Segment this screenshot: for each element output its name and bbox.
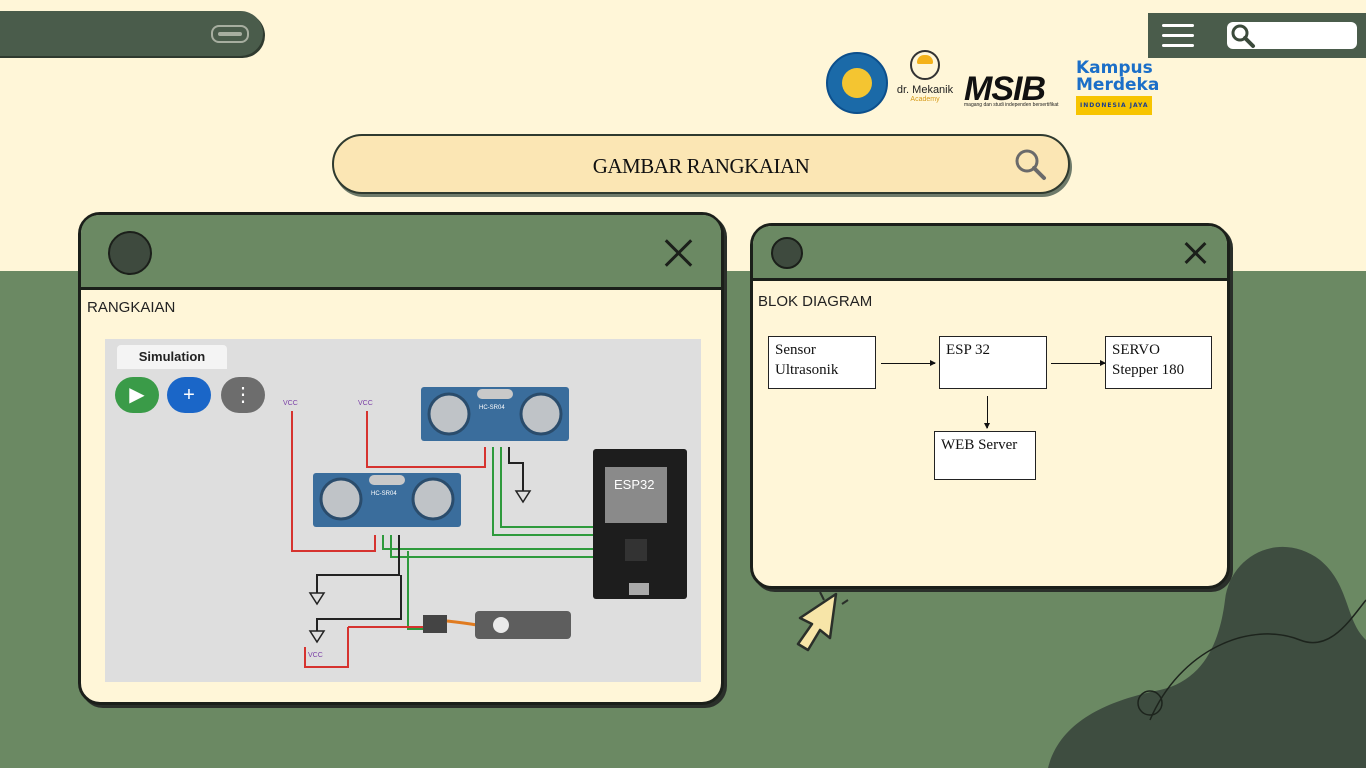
search-icon[interactable] [1229,22,1257,50]
close-icon[interactable] [661,235,695,271]
block-esp32: ESP 32 [939,336,1047,389]
window-dot-icon[interactable] [108,231,152,275]
window-dot-icon[interactable] [771,237,803,269]
window-title: BLOK DIAGRAM [758,293,873,310]
window-title: RANGKAIAN [87,299,176,316]
kampus-line2: Merdeka [1076,75,1160,95]
servo-motor [423,611,571,639]
toggle-icon[interactable] [211,25,249,43]
circuit-diagram: VCC VCC VCC HC-SR04 [283,387,687,668]
doctor-mekanik-name: dr. Mekanik [896,84,954,96]
vcc-label: VCC [358,400,373,407]
mcu-label: ESP32 [614,477,654,492]
msib-tagline: magang dan studi independen bersertifika… [964,102,1059,108]
more-button[interactable]: ⋮ [221,377,265,413]
block-sensor: Sensor Ultrasonik [768,336,876,389]
kampus-line1: Kampus [1076,58,1153,78]
kampus-band: INDONESIA JAYA [1076,96,1153,115]
arrow-sensor-to-esp [881,360,936,366]
main-search-bar[interactable]: GAMBAR RANGKAIAN [332,134,1070,194]
window-header [753,226,1227,281]
arrow-esp-to-web [984,396,990,429]
esp32-board: ESP32 [593,449,687,599]
block-servo: SERVO Stepper 180 [1105,336,1212,389]
search-input[interactable] [1227,22,1357,49]
doctor-mekanik-sub: Academy [910,96,940,103]
ultrasonic-sensor-bottom: HC-SR04 [313,473,461,527]
ultrasonic-sensor-top: HC-SR04 [421,387,569,441]
sensor-label: HC-SR04 [479,405,505,411]
kemdikbud-logo [826,52,888,114]
play-button[interactable]: ▶ [115,377,159,413]
close-icon[interactable] [1181,239,1209,267]
vcc-label: VCC [308,652,323,659]
helmet-icon [910,50,940,80]
block-web-server: WEB Server [934,431,1036,480]
cursor-icon [796,591,849,652]
main-search-text: GAMBAR RANGKAIAN [592,154,810,178]
hamburger-menu-icon[interactable] [1162,24,1194,48]
simulation-tab[interactable]: Simulation [117,345,227,369]
simulation-canvas[interactable]: Simulation ▶ + ⋮ VCC VC [105,339,701,682]
blok-diagram-window: BLOK DIAGRAM Sensor Ultrasonik ESP 32 SE… [750,223,1230,589]
partner-logos: dr. Mekanik Academy MSIB magang dan stud… [826,50,1176,118]
rangkaian-window: RANGKAIAN Simulation ▶ + ⋮ [78,212,724,705]
vcc-label: VCC [283,400,298,407]
kampus-merdeka-logo: Kampus Merdeka INDONESIA JAYA [1076,60,1159,115]
arrow-esp-to-servo [1051,360,1106,366]
window-header [81,215,721,290]
msib-logo: MSIB [964,70,1046,108]
doctor-mekanik-logo: dr. Mekanik Academy [892,50,958,116]
add-button[interactable]: + [167,377,211,413]
main-search-icon[interactable] [1014,148,1048,182]
sensor-label: HC-SR04 [371,491,397,497]
